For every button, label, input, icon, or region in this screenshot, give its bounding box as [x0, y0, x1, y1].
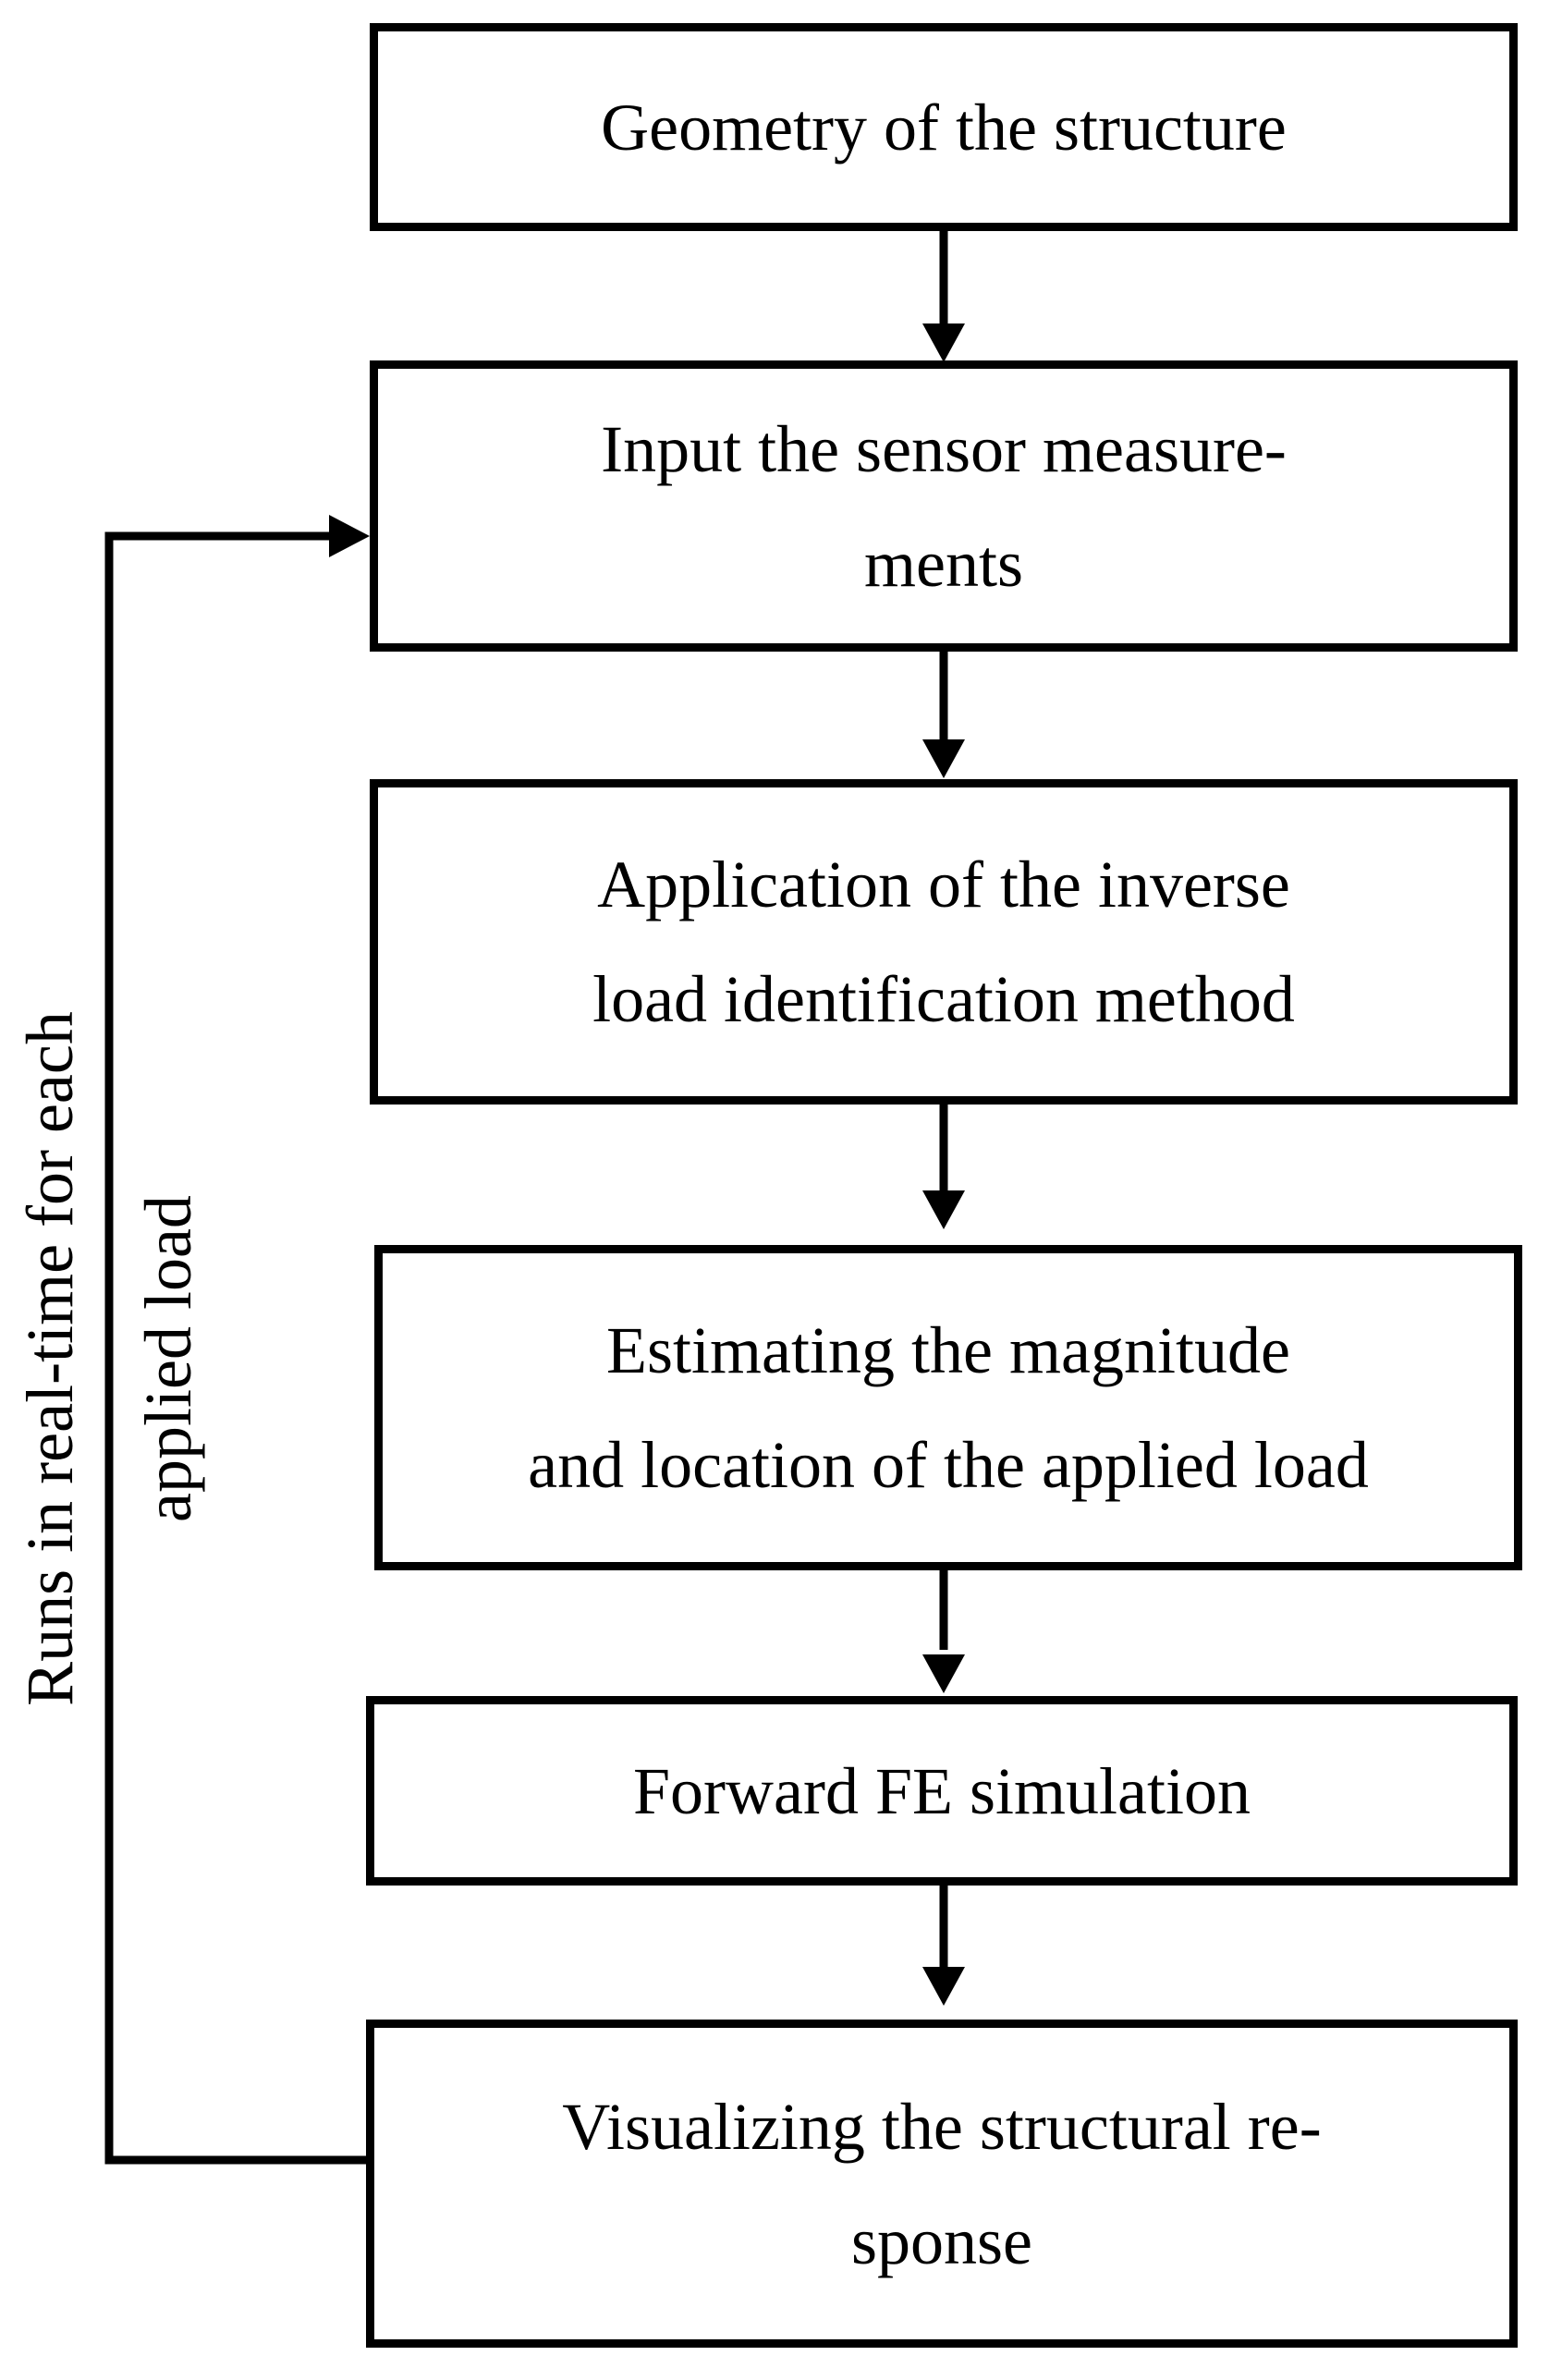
step-sensor-input-text: Input the sensor measure- ments	[601, 411, 1287, 601]
arrowhead-inverse	[922, 739, 965, 778]
arrowhead-loop	[329, 515, 370, 557]
step-geometry: Geometry of the structure	[370, 23, 1518, 231]
arrowhead-sensor	[922, 323, 965, 362]
arrowhead-forward	[922, 1654, 965, 1693]
step-geometry-text: Geometry of the structure	[601, 90, 1287, 165]
feedback-loop-line	[104, 531, 368, 2165]
step-visualize-response: Visualizing the structural re- sponse	[366, 2020, 1518, 2348]
step-inverse-method-text: Application of the inverse load identifi…	[592, 848, 1295, 1036]
loop-label: Runs in real-time for each applied load	[13, 1011, 205, 1706]
step-estimate-load-text: Estimating the magnitude and location of…	[528, 1313, 1369, 1502]
arrowheads	[329, 323, 965, 2006]
step-sensor-input: Input the sensor measure- ments	[370, 360, 1518, 652]
arrowhead-estimate	[922, 1190, 965, 1229]
step-visualize-response-text: Visualizing the structural re- sponse	[562, 2089, 1322, 2278]
step-inverse-method: Application of the inverse load identifi…	[370, 779, 1518, 1105]
arrowhead-visualize	[922, 1967, 965, 2006]
step-forward-simulation-text: Forward FE simulation	[633, 1753, 1251, 1828]
step-estimate-load: Estimating the magnitude and location of…	[374, 1245, 1522, 1570]
step-forward-simulation: Forward FE simulation	[366, 1696, 1518, 1886]
